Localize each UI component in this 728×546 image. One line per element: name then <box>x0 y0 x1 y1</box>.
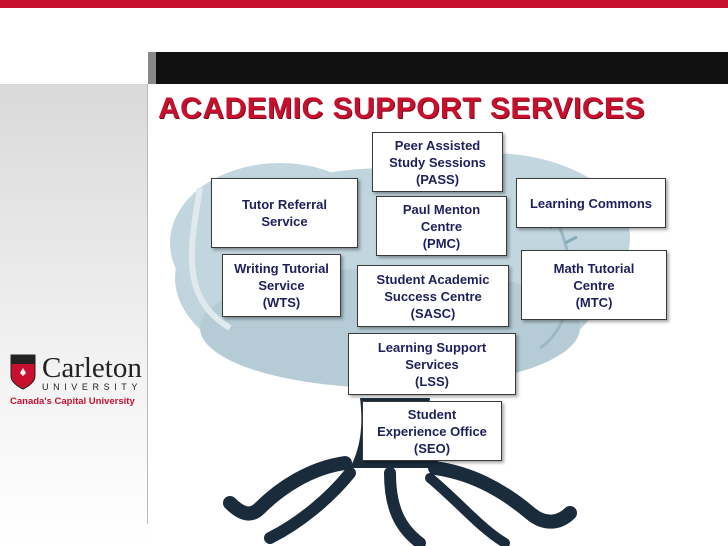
learning-commons-box: Learning Commons <box>516 178 666 228</box>
pmc-box: Paul Menton Centre (PMC) <box>376 196 507 256</box>
top-red-bar <box>0 0 728 8</box>
logo-tagline: Canada's Capital University <box>10 396 135 407</box>
slide-title: ACADEMIC SUPPORT SERVICES <box>158 92 646 125</box>
logo-university: UNIVERSITY <box>42 382 143 392</box>
crest-icon <box>10 354 36 390</box>
pass-box: Peer Assisted Study Sessions (PASS) <box>372 132 503 192</box>
logo-wordmark: Carleton <box>42 352 142 384</box>
sasc-box: Student Academic Success Centre (SASC) <box>357 265 509 327</box>
seo-box: Student Experience Office (SEO) <box>362 401 502 461</box>
left-sidebar <box>0 84 148 546</box>
header-dark-band <box>148 52 728 84</box>
lss-box: Learning Support Services (LSS) <box>348 333 516 395</box>
header-band-accent <box>148 52 156 84</box>
wts-box: Writing Tutorial Service (WTS) <box>222 254 341 317</box>
mtc-box: Math Tutorial Centre (MTC) <box>521 250 667 320</box>
header-white-block <box>0 8 148 84</box>
sidebar-divider <box>147 84 148 524</box>
tutor-referral-box: Tutor Referral Service <box>211 178 358 248</box>
carleton-logo: Carleton UNIVERSITY Canada's Capital Uni… <box>10 352 145 412</box>
